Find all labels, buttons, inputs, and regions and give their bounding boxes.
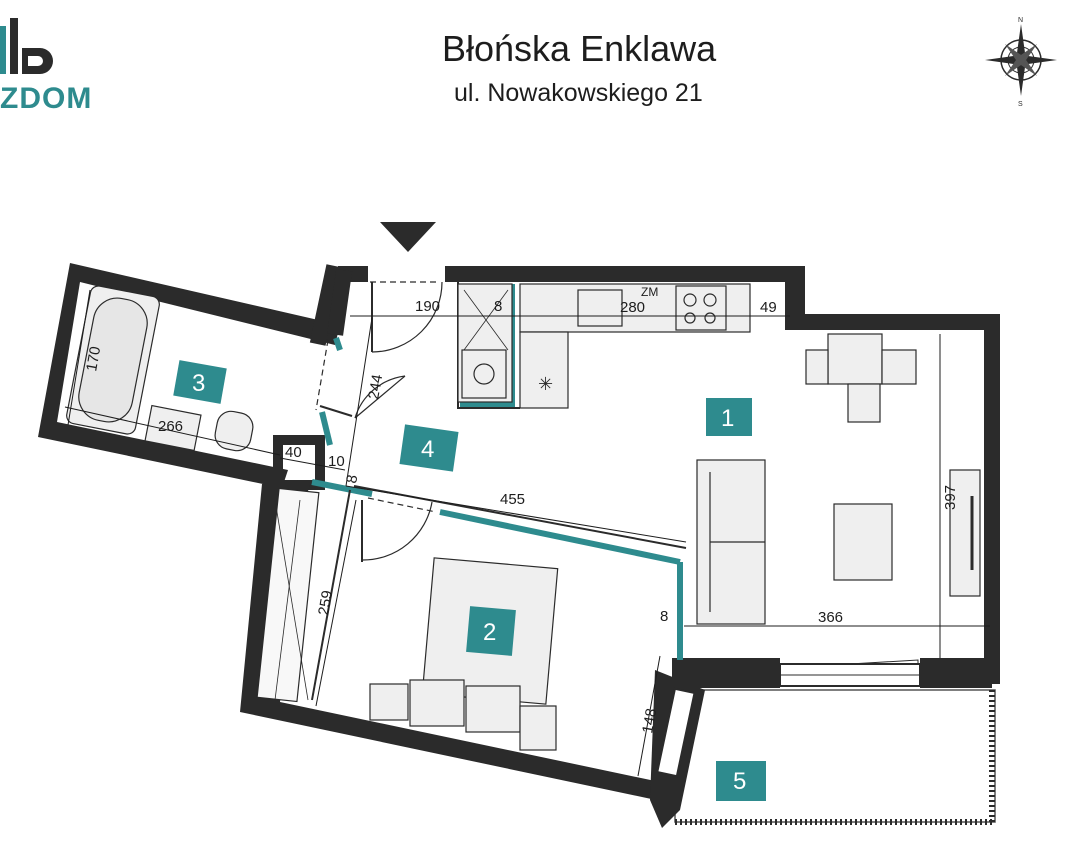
balcony <box>674 689 996 825</box>
compass-south: S <box>1018 101 1023 108</box>
kitchen-meter-label: ZM <box>641 285 658 299</box>
svg-text:3: 3 <box>192 370 205 397</box>
room-badge-5: 5 <box>716 761 766 801</box>
entrance-arrow-icon <box>380 222 436 252</box>
svg-text:1: 1 <box>721 405 734 432</box>
nightstand-right <box>519 705 557 751</box>
compass-north: N <box>1018 17 1023 24</box>
svg-text:5: 5 <box>733 768 746 795</box>
room-badge-1: 1 <box>706 398 752 436</box>
living-window <box>779 659 921 687</box>
dim-kitchen-length: 280 <box>620 299 645 316</box>
logo <box>0 18 110 118</box>
dim-wall-10: 10 <box>328 453 345 470</box>
room-badge-3: 3 <box>173 360 227 404</box>
toilet <box>214 410 254 452</box>
logo-text: ZDOM <box>0 82 93 115</box>
dimension-labels: 190 8 280 ZM 49 170 266 244 40 10 8 455 … <box>83 285 959 735</box>
room-badges: 1 2 3 4 5 <box>173 360 766 801</box>
svg-text:4: 4 <box>421 436 434 463</box>
kitchen-sink <box>577 289 623 327</box>
dim-living-width: 366 <box>818 609 843 626</box>
dim-kitchen-gap: 8 <box>494 298 502 315</box>
logo-mark-icon <box>0 18 53 74</box>
dining-table <box>827 333 883 385</box>
dim-hall-height: 244 <box>365 373 386 401</box>
dim-bath-height: 170 <box>83 345 104 373</box>
dim-bedroom-wall: 455 <box>500 491 525 508</box>
room-badge-4: 4 <box>399 424 459 472</box>
balcony-door <box>656 687 696 778</box>
svg-text:✳: ✳ <box>538 374 553 394</box>
dim-wall-40: 40 <box>285 444 302 461</box>
dim-bath-width: 266 <box>158 418 183 435</box>
dimension-lines <box>64 289 990 777</box>
cooktop <box>675 285 727 331</box>
bathroom-sink <box>144 404 202 452</box>
room-badge-2: 2 <box>466 606 516 656</box>
dim-living-height: 397 <box>942 485 959 510</box>
dim-hall-width: 190 <box>415 298 440 315</box>
nightstand-left <box>369 683 409 721</box>
dim-bedroom-height: 259 <box>315 589 336 617</box>
dim-balcony-door: 148 <box>639 707 660 735</box>
dim-corner: 49 <box>760 299 777 316</box>
page-title: Błońska Enklawa <box>442 28 717 69</box>
tv-stand <box>949 469 981 597</box>
compass-rose-icon: N S <box>985 17 1057 108</box>
coffee-table <box>833 503 893 581</box>
address: ul. Nowakowskiego 21 <box>454 79 703 107</box>
svg-text:2: 2 <box>483 619 496 646</box>
dim-living-gap: 8 <box>660 608 668 625</box>
dim-wall-8-left: 8 <box>343 474 361 485</box>
